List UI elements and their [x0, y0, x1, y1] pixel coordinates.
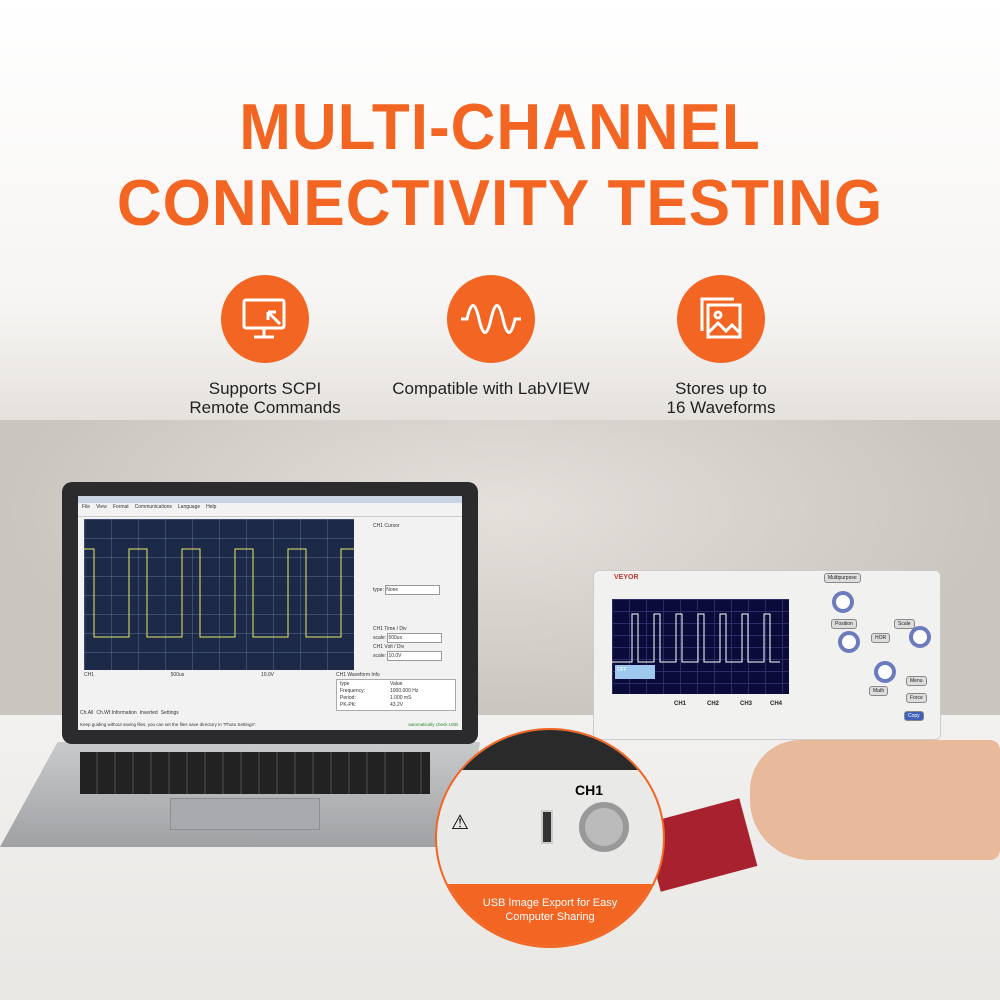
info-label: Frequency: — [340, 688, 366, 694]
volt-div-title: CH1 Volt / Div — [373, 644, 405, 650]
info-title: CH1 Waveform Info — [336, 672, 380, 678]
tab-wf-info[interactable]: Ch.Wf.Information — [96, 710, 137, 716]
bnc-connector-icon — [579, 802, 629, 852]
hor-button[interactable]: HOR — [871, 633, 891, 643]
channel-name: CH1 — [84, 672, 95, 678]
type-label: type: — [373, 587, 384, 593]
menu-button[interactable]: Menu — [906, 676, 927, 686]
scope-display: OFF — [612, 599, 789, 694]
tab-inverted[interactable]: Inverted — [139, 710, 158, 716]
info-value: 1000.000 Hz — [390, 688, 419, 694]
cursor-title: CH1 Cursor — [373, 523, 400, 529]
warning-icon: ⚠ — [451, 812, 469, 834]
feature-waveforms: Stores up to 16 Waveforms — [601, 275, 841, 417]
position-label: Position — [831, 619, 857, 629]
headline-line-2: CONNECTIVITY TESTING — [116, 167, 884, 240]
cursor-panel: CH1 Cursor type: None CH1 Time / Div sca… — [373, 522, 443, 661]
usb-callout: CH1 ⚠ USB Image Export for Easy Computer… — [435, 728, 665, 948]
menu-view[interactable]: View — [96, 504, 107, 510]
tab-settings[interactable]: Settings — [160, 710, 179, 716]
volt-scale-select[interactable]: 10.0V — [387, 651, 443, 661]
info-label: Period: — [340, 695, 356, 701]
volt-scale-label: scale: — [373, 653, 387, 659]
callout-ch1-label: CH1 — [575, 782, 604, 798]
vertical-position-knob[interactable] — [874, 661, 896, 683]
scope-trace — [612, 613, 780, 663]
square-wave-trace — [84, 548, 360, 638]
feature-labview: Compatible with LabVIEW — [371, 275, 611, 398]
laptop: File View Format Communications Language… — [62, 482, 478, 744]
menu-bar: File View Format Communications Language… — [78, 503, 462, 510]
info-label: PK-PK: — [340, 702, 357, 708]
ch4-label: CH4 — [770, 701, 783, 707]
callout-label: USB Image Export for Easy Computer Shari… — [437, 884, 663, 946]
laptop-keyboard — [80, 752, 430, 794]
oscilloscope: VEYOR OFF Multipurpose Position Scale HO… — [593, 570, 941, 740]
math-button[interactable]: Math — [869, 686, 889, 696]
callout-bezel — [437, 730, 663, 770]
image-gallery-icon — [677, 275, 765, 363]
info-header-value: Value — [390, 681, 403, 687]
scope-brand: VEYOR — [614, 574, 639, 581]
force-button[interactable]: Force — [906, 693, 927, 703]
toolbar — [78, 510, 462, 517]
copy-button[interactable]: Copy — [904, 711, 924, 721]
feature-label: Supports SCPI Remote Commands — [189, 379, 341, 417]
scale-knob[interactable] — [909, 626, 931, 648]
feature-scpi: Supports SCPI Remote Commands — [145, 275, 385, 417]
time-scale-select[interactable]: 500us — [387, 633, 443, 643]
channel-time: 500us — [170, 672, 185, 678]
ch3-label: CH3 — [740, 701, 753, 707]
monitor-remote-icon — [221, 275, 309, 363]
menu-format[interactable]: Format — [112, 504, 129, 510]
laptop-touchpad — [170, 798, 320, 830]
info-value: 1.000 mS — [390, 695, 412, 701]
info-header-type: type — [340, 681, 350, 687]
menu-language[interactable]: Language — [177, 504, 201, 510]
feature-label: Compatible with LabVIEW — [392, 379, 590, 398]
headline-line-1: MULTI-CHANNEL — [239, 91, 761, 164]
type-select[interactable]: None — [385, 585, 441, 595]
scale-label: Scale — [894, 619, 915, 629]
multipurpose-knob[interactable] — [832, 591, 854, 613]
info-value: 43.2V — [390, 702, 404, 708]
oscilloscope-software-window: File View Format Communications Language… — [78, 496, 462, 730]
status-text: Keep guiding without saving files, you c… — [80, 722, 257, 727]
ch2-label: CH2 — [707, 701, 720, 707]
ch1-label: CH1 — [674, 701, 687, 707]
feature-label: Stores up to 16 Waveforms — [666, 379, 776, 417]
menu-communications[interactable]: Communications — [134, 504, 172, 510]
time-div-title: CH1 Time / Div — [373, 626, 407, 632]
usb-status: automatically check USB — [408, 722, 458, 727]
waveform-info-panel: CH1 Waveform Info type Value Frequency: 10… — [336, 672, 456, 711]
waveform-icon — [447, 275, 535, 363]
multipurpose-label: Multipurpose — [824, 573, 861, 583]
channel-row: CH1 500us 10.0V — [84, 672, 334, 678]
tab-ch-all[interactable]: Ch.All — [80, 710, 94, 716]
waveform-plot — [84, 519, 360, 670]
scope-menu-off: OFF — [615, 665, 655, 679]
time-scale-label: scale: — [373, 635, 387, 641]
hand-with-probe — [750, 740, 1000, 860]
menu-help[interactable]: Help — [206, 504, 217, 510]
menu-file[interactable]: File — [82, 504, 91, 510]
position-knob[interactable] — [838, 631, 860, 653]
usb-port-icon — [541, 810, 553, 844]
title-bar — [78, 496, 462, 503]
channel-volt: 10.0V — [260, 672, 274, 678]
